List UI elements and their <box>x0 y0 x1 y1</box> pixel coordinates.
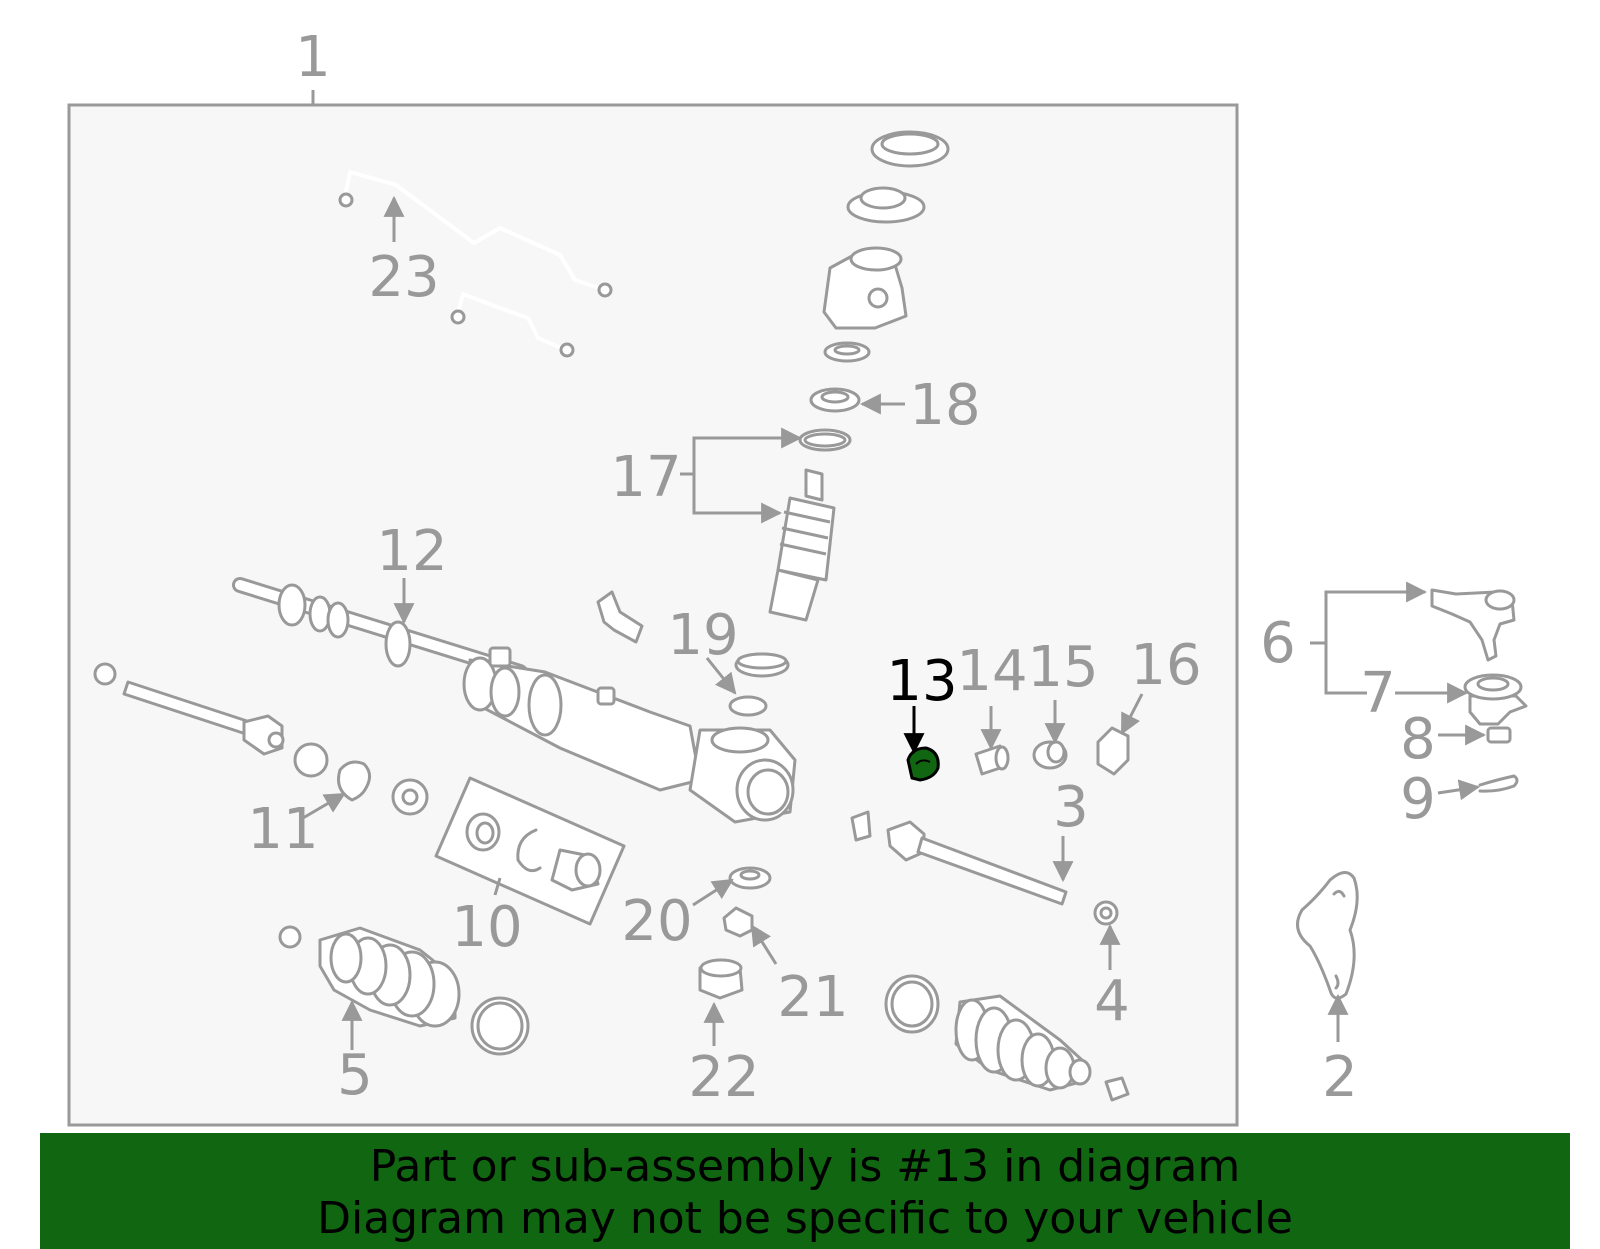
label-4: 4 <box>1094 969 1130 1034</box>
part-seal-top[interactable] <box>870 130 950 168</box>
part-9-cotter-pin[interactable] <box>1478 774 1519 793</box>
part-18-bearing[interactable] <box>809 387 861 413</box>
part-4-nut[interactable] <box>1093 900 1119 926</box>
part-tie-rod-left[interactable] <box>93 662 285 756</box>
part-23-tubes[interactable] <box>338 169 613 358</box>
label-3: 3 <box>1053 775 1089 840</box>
part-14-spring[interactable] <box>974 744 1010 776</box>
label-1: 1 <box>295 25 331 90</box>
part-15-plug[interactable] <box>1032 740 1068 770</box>
label-7: 7 <box>1360 661 1396 726</box>
part-20-washer[interactable] <box>728 866 772 890</box>
part-valve-housing[interactable] <box>822 246 908 330</box>
part-ring-small[interactable] <box>823 341 871 363</box>
label-5: 5 <box>337 1043 373 1108</box>
label-20: 20 <box>621 889 692 954</box>
label-22: 22 <box>688 1045 759 1110</box>
label-14: 14 <box>956 639 1027 704</box>
part-12-rack-housing[interactable] <box>232 577 797 824</box>
part-10-kit[interactable] <box>434 776 626 926</box>
label-21: 21 <box>777 965 848 1030</box>
label-19: 19 <box>667 603 738 668</box>
info-banner: Part or sub-assembly is #13 in diagram D… <box>40 1133 1570 1249</box>
part-11-clips[interactable] <box>293 742 429 816</box>
part-seal-second[interactable] <box>846 186 926 224</box>
banner-line-2: Diagram may not be specific to your vehi… <box>317 1193 1293 1244</box>
part-boot-right[interactable] <box>884 974 1130 1102</box>
part-5-boot[interactable] <box>278 925 530 1056</box>
label-11: 11 <box>247 797 318 862</box>
label-18: 18 <box>909 373 980 438</box>
part-bracket[interactable] <box>596 590 644 644</box>
part-17-pinion[interactable] <box>768 428 852 622</box>
label-23: 23 <box>368 245 439 310</box>
label-17: 17 <box>610 445 681 510</box>
banner-line-1: Part or sub-assembly is #13 in diagram <box>369 1141 1241 1192</box>
part-2-bracket[interactable] <box>1296 871 1359 1000</box>
label-6: 6 <box>1260 611 1296 676</box>
part-16-locknut[interactable] <box>1096 726 1130 776</box>
label-12: 12 <box>376 519 447 584</box>
part-13-highlighted[interactable] <box>906 746 940 782</box>
label-13: 13 <box>886 649 957 714</box>
part-19-seals[interactable] <box>728 652 790 717</box>
part-6-tie-rod-end[interactable] <box>1430 588 1516 662</box>
label-9: 9 <box>1400 767 1436 832</box>
part-7-dust-boot[interactable] <box>1463 673 1528 726</box>
label-10: 10 <box>451 895 522 960</box>
label-8: 8 <box>1400 707 1436 772</box>
label-2: 2 <box>1322 1045 1358 1110</box>
assembly-frame <box>67 103 1239 1127</box>
part-22-bushing[interactable] <box>698 958 744 1000</box>
part-3-tie-rod[interactable] <box>850 810 1068 906</box>
label-16: 16 <box>1130 633 1201 698</box>
label-15: 15 <box>1027 635 1098 700</box>
part-8-nut[interactable] <box>1486 726 1512 744</box>
